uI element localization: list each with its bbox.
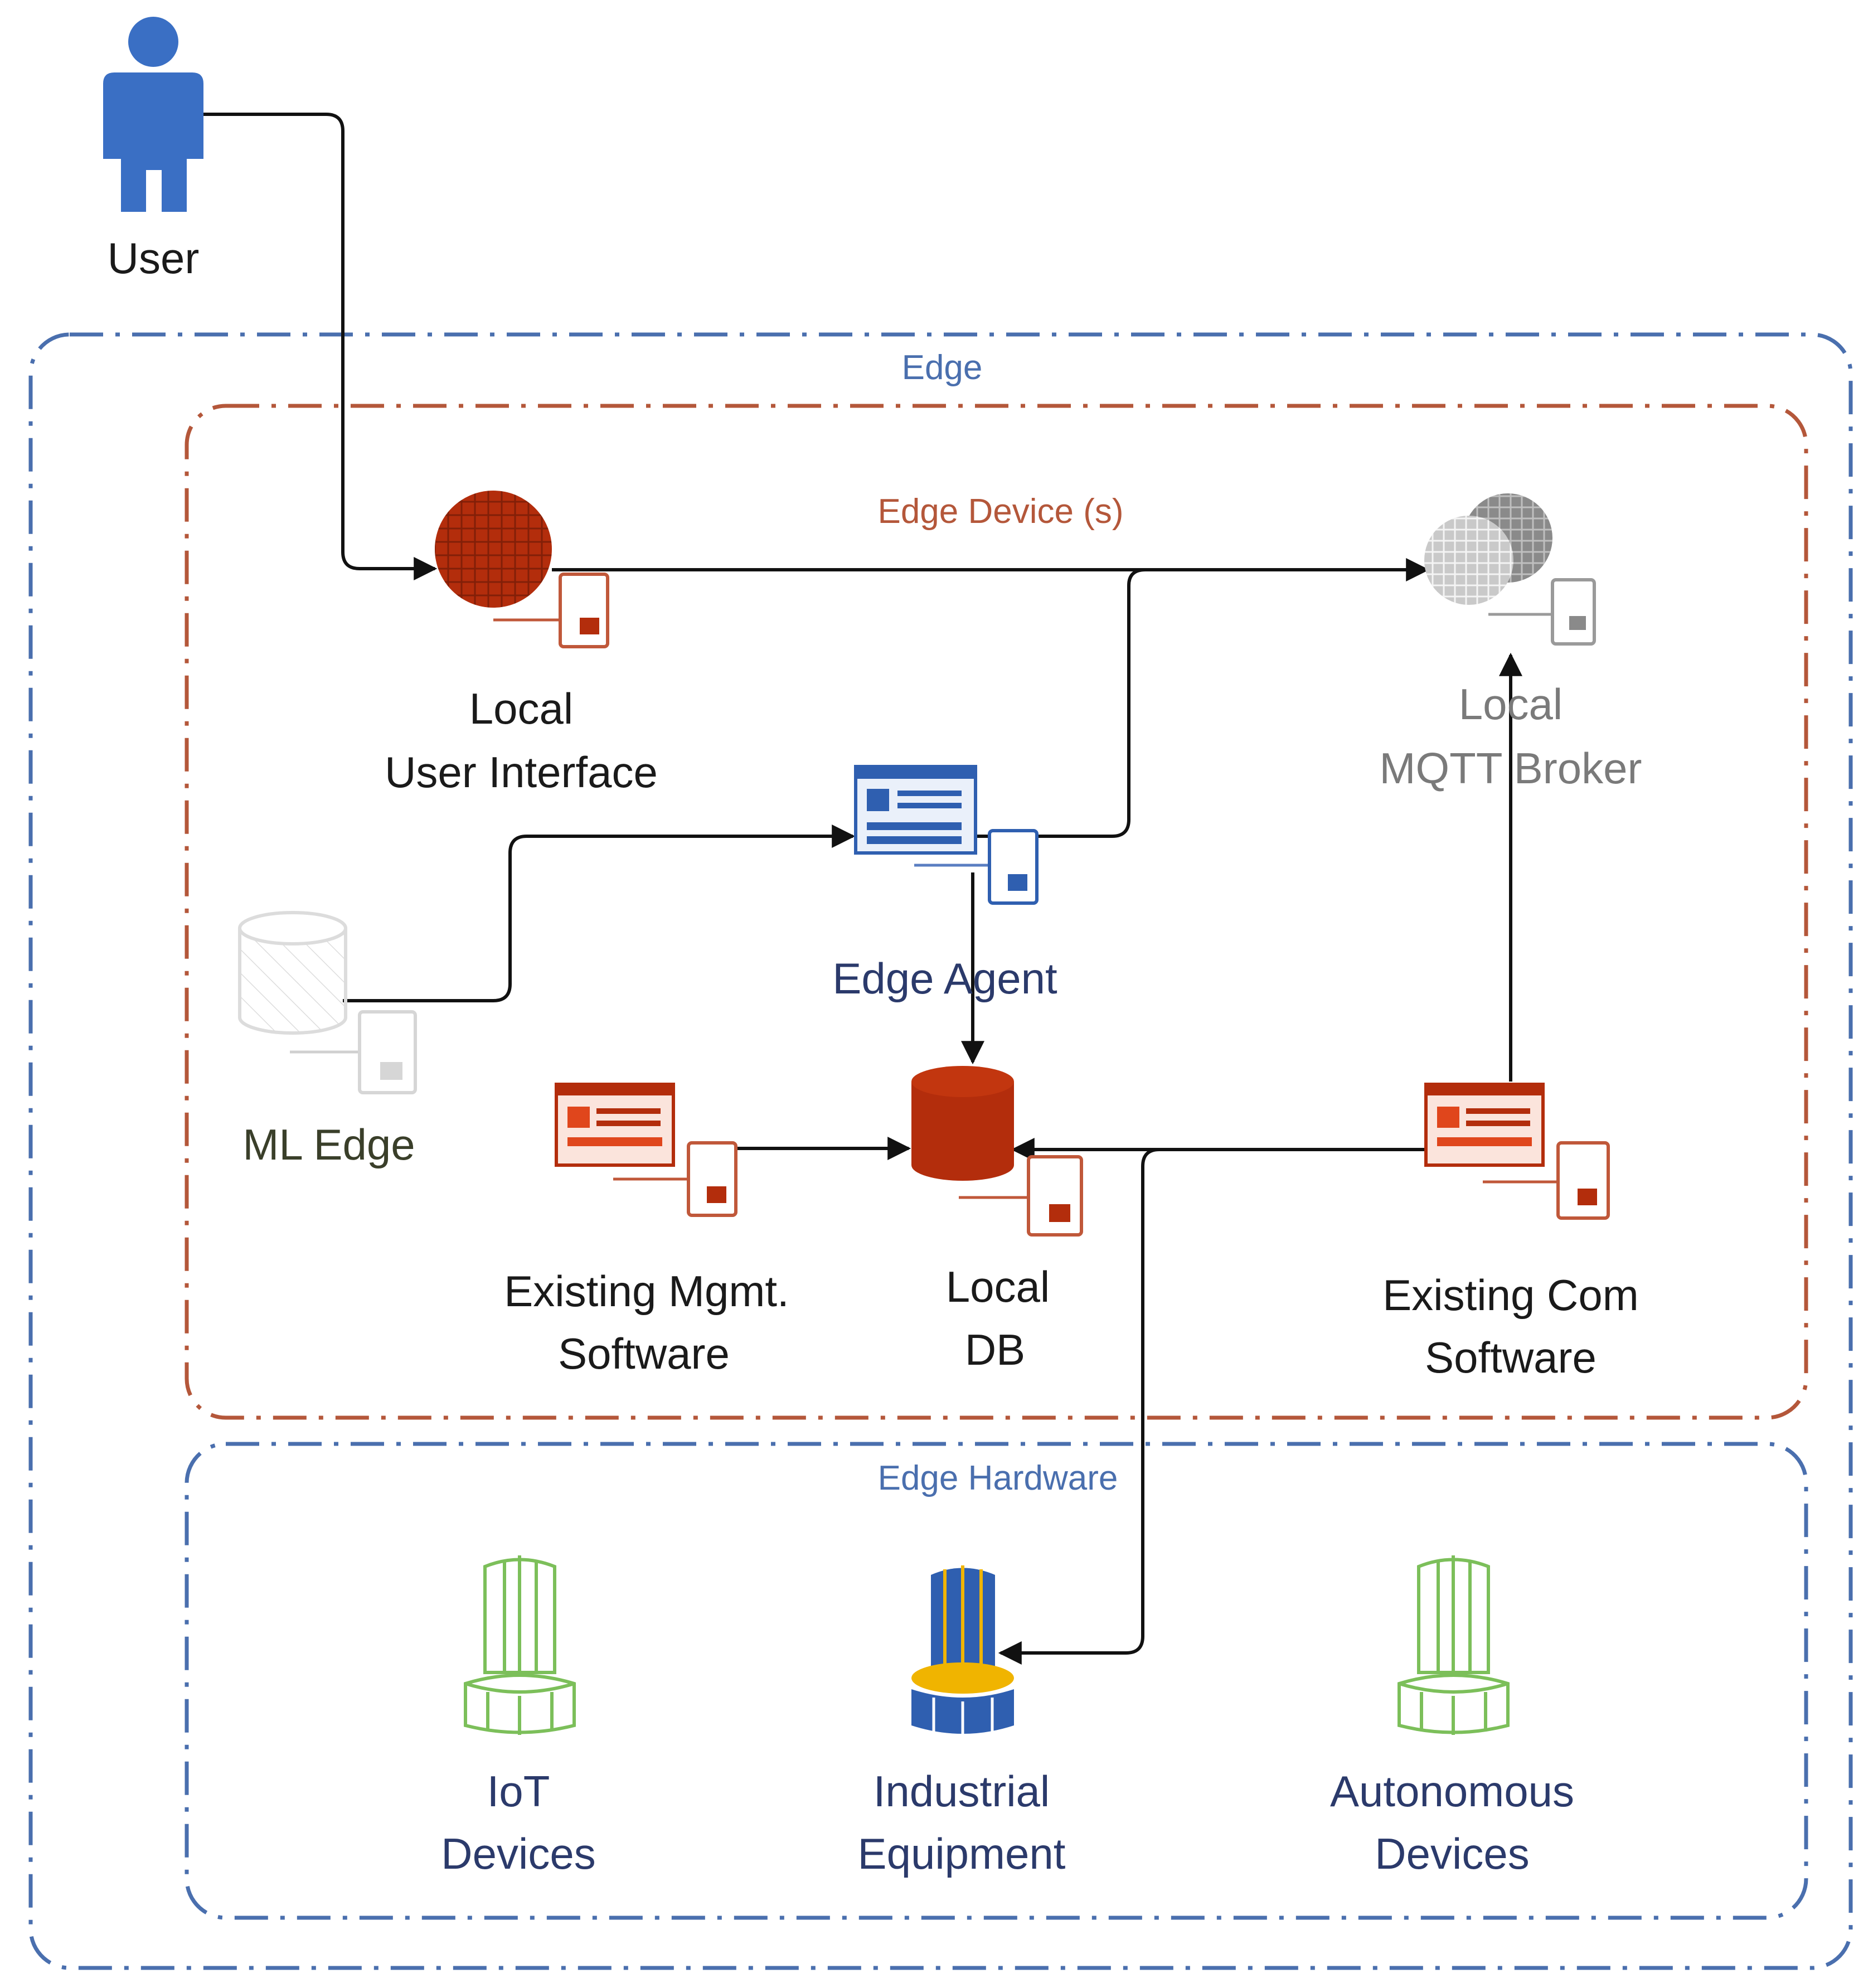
server-badge-icon — [914, 829, 1039, 905]
edge-agent-label: Edge Agent — [832, 954, 1057, 1003]
connector-com-to-industrial — [998, 1148, 1424, 1665]
server-badge-icon — [493, 573, 609, 648]
local-db-label-line1: Local — [946, 1262, 1050, 1311]
local-ui-label-line2: User Interface — [385, 748, 658, 797]
local-ui-node[interactable]: Local User Interface — [385, 491, 658, 797]
app-window-icon — [1424, 1083, 1545, 1167]
edge-devices-group-title: Edge Device (s) — [877, 492, 1123, 531]
industrial-equipment-node[interactable]: Industrial Equipment — [858, 1565, 1066, 1878]
server-badge-icon — [959, 1155, 1083, 1237]
database-cylinder-icon — [911, 1066, 1014, 1181]
ml-edge-label: ML Edge — [242, 1120, 415, 1169]
server-badge-icon — [1483, 1141, 1610, 1220]
autonomous-label-line1: Autonomous — [1330, 1767, 1574, 1816]
connector-user-to-local-ui — [201, 113, 438, 580]
ml-edge-node[interactable]: ML Edge — [238, 911, 417, 1169]
local-db-label-line2: DB — [965, 1325, 1025, 1374]
com-software-label-line2: Software — [1425, 1333, 1597, 1382]
app-window-icon — [555, 1083, 675, 1167]
mqtt-broker-node[interactable]: Local MQTT Broker — [1380, 493, 1642, 793]
com-software-label-line1: Existing Com — [1382, 1271, 1638, 1320]
mgmt-software-label-line1: Existing Mgmt. — [504, 1267, 789, 1316]
edge-group-title: Edge — [902, 348, 983, 387]
globe-icon — [435, 491, 552, 608]
user-node[interactable]: User — [103, 17, 203, 283]
edge-hardware-group-title: Edge Hardware — [878, 1459, 1118, 1497]
mqtt-label-line2: MQTT Broker — [1380, 744, 1642, 793]
iot-label-line1: IoT — [487, 1767, 550, 1816]
server-badge-icon — [613, 1141, 737, 1217]
connector-edge-agent-to-mqtt — [964, 568, 1146, 838]
industrial-label-line2: Equipment — [858, 1829, 1066, 1878]
mgmt-software-label-line2: Software — [558, 1329, 730, 1378]
com-software-node[interactable]: Existing Com Software — [1382, 1083, 1639, 1382]
autonomous-label-line2: Devices — [1375, 1829, 1529, 1878]
mqtt-label-line1: Local — [1459, 680, 1563, 729]
local-db-node[interactable]: Local DB — [911, 1066, 1083, 1374]
device-column-icon — [911, 1565, 1014, 1738]
connector-ml-edge-to-edge-agent — [343, 825, 856, 1002]
edge-boundary — [28, 332, 1853, 1970]
server-badge-icon — [1488, 578, 1596, 646]
edge-devices-boundary — [185, 404, 1808, 1420]
autonomous-devices-node[interactable]: Autonomous Devices — [1330, 1555, 1574, 1878]
edge-agent-node[interactable]: Edge Agent — [832, 765, 1057, 1003]
iot-devices-node[interactable]: IoT Devices — [441, 1555, 596, 1878]
globe-cluster-icon — [1424, 493, 1552, 605]
server-badge-icon — [290, 1010, 417, 1094]
user-icon — [103, 17, 203, 212]
mgmt-software-node[interactable]: Existing Mgmt. Software — [504, 1083, 789, 1378]
edge-hardware-boundary — [185, 1442, 1808, 1920]
device-column-icon — [464, 1555, 576, 1735]
industrial-label-line1: Industrial — [874, 1767, 1050, 1816]
local-ui-label-line1: Local — [469, 684, 573, 733]
device-column-icon — [1398, 1555, 1510, 1735]
user-label: User — [108, 234, 200, 283]
app-window-icon — [854, 765, 977, 855]
database-cylinder-icon — [238, 911, 347, 1035]
iot-label-line2: Devices — [441, 1829, 595, 1878]
